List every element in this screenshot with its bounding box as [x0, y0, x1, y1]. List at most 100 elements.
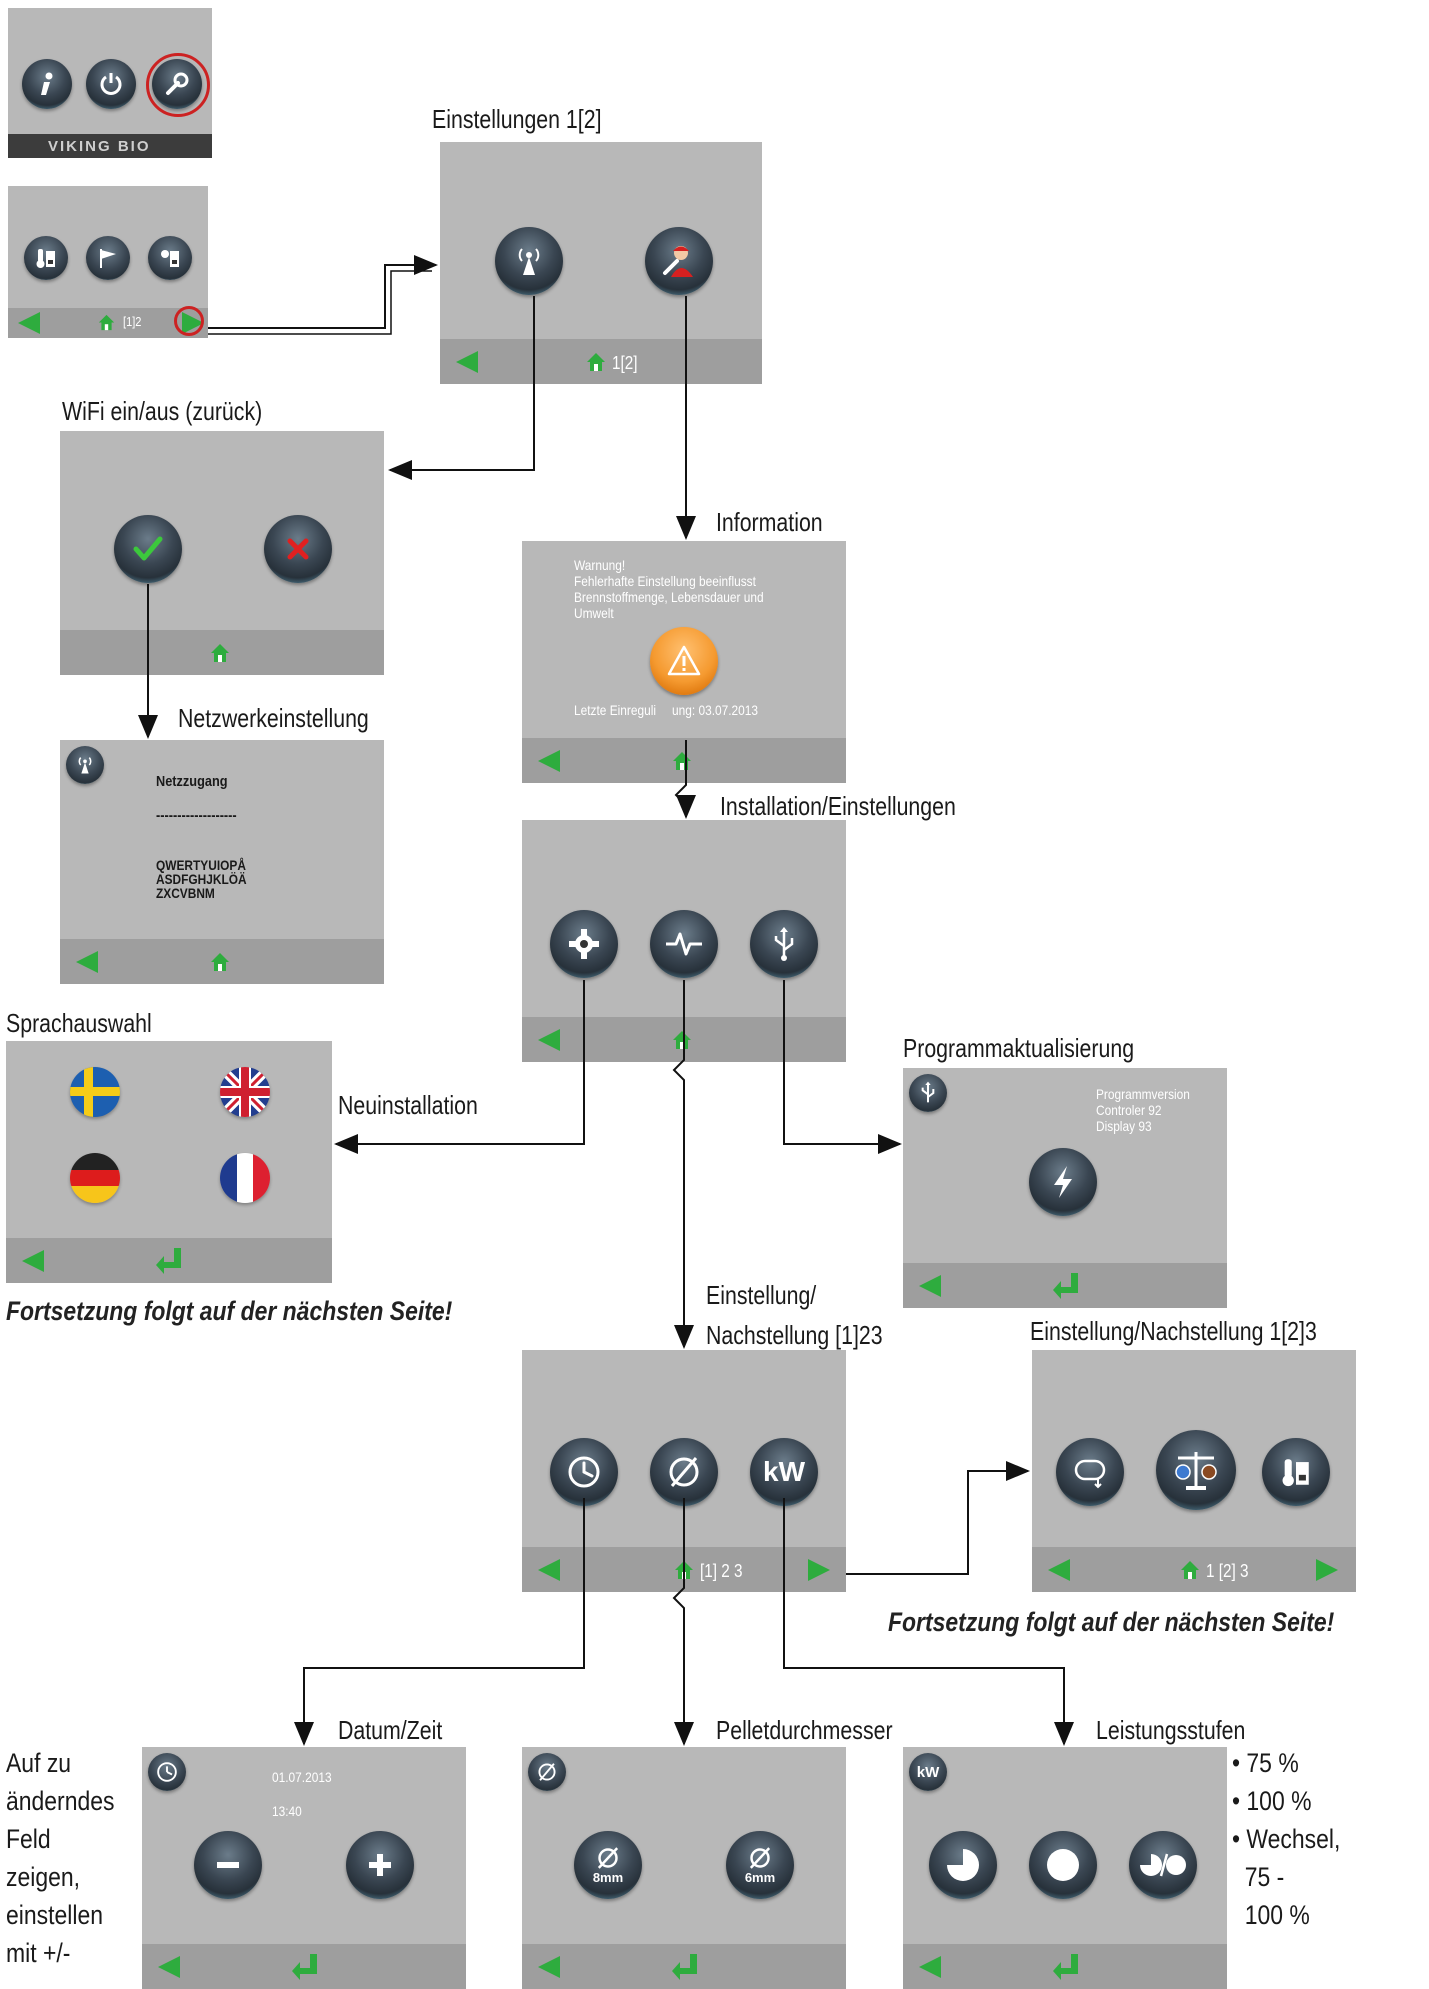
netzwerk-bar: [60, 939, 384, 984]
kw-small-text: kW: [916, 1763, 940, 1781]
label-einstellungen: Einstellungen 1[2]: [432, 104, 602, 134]
information-last-a: Letzte Einreguli: [574, 702, 657, 718]
main-menu-panel: VIKING BIO: [8, 8, 212, 158]
label-datum: Datum/Zeit: [338, 1715, 443, 1745]
gear-icon[interactable]: [550, 910, 618, 978]
update-lightning-icon[interactable]: [1029, 1148, 1097, 1216]
back-arrow-icon[interactable]: [456, 351, 478, 373]
datum-date[interactable]: 01.07.2013: [272, 1769, 332, 1785]
side-line: zeigen,: [6, 1862, 81, 1892]
label-einstellung2: Einstellung/Nachstellung 1[2]3: [1030, 1316, 1317, 1346]
label-leistung: Leistungsstufen: [1096, 1715, 1246, 1745]
einstellung2-page-indicator: 1 [2] 3: [1206, 1561, 1249, 1581]
pulse-icon[interactable]: [650, 910, 718, 978]
menu-page-indicator: [1]2: [123, 314, 142, 329]
plus-button[interactable]: [346, 1831, 414, 1899]
programm-panel: Programmversion Controler 92 Display 93: [903, 1068, 1227, 1308]
feed-screw-icon[interactable]: [1056, 1438, 1124, 1506]
pellet-bar: [522, 1944, 846, 1989]
netzwerk-keyboard[interactable]: QWERTYUIOPÅ ASDFGHJKLÖÄ ZXCVBNM: [156, 857, 247, 901]
service-technician-icon[interactable]: [645, 227, 713, 295]
information-panel: Warnung! Fehlerhafte Einstellung beeinfl…: [522, 541, 846, 783]
pellet-8mm-button[interactable]: 8mm: [574, 1831, 642, 1899]
datum-time[interactable]: 13:40: [272, 1803, 302, 1819]
flag-france-icon[interactable]: [220, 1153, 270, 1203]
balance-scale-icon[interactable]: [1156, 1430, 1236, 1510]
programm-info: Programmversion Controler 92 Display 93: [1096, 1086, 1190, 1134]
wrench-highlight-circle: [146, 53, 210, 117]
thermometer-display-icon[interactable]: [1262, 1438, 1330, 1506]
bullet-item: 100 %: [1232, 1900, 1310, 1930]
flag-icon[interactable]: [86, 236, 130, 280]
next-arrow-icon[interactable]: [808, 1559, 830, 1581]
back-arrow-icon[interactable]: [919, 1275, 941, 1297]
label-programm: Programmaktualisierung: [903, 1033, 1135, 1063]
next-highlight-circle: [174, 306, 204, 336]
side-line: einstellen: [6, 1900, 103, 1930]
einstellung2-bar: 1 [2] 3: [1032, 1547, 1356, 1592]
power-75-button[interactable]: [929, 1831, 997, 1899]
info-icon[interactable]: [22, 59, 72, 109]
diameter-small-icon: [528, 1753, 566, 1791]
side-line: Feld: [6, 1824, 51, 1854]
datum-panel: 01.07.2013 13:40: [142, 1747, 466, 1989]
back-arrow-icon[interactable]: [158, 1956, 180, 1978]
minus-button[interactable]: [194, 1831, 262, 1899]
wifi-icon[interactable]: [495, 227, 563, 295]
back-arrow-icon[interactable]: [76, 951, 98, 973]
netzwerk-dashes[interactable]: -------------------: [156, 807, 237, 824]
label-information: Information: [716, 507, 823, 537]
menu-page1-panel: [1]2: [8, 186, 208, 338]
flag-sweden-icon[interactable]: [70, 1067, 120, 1117]
bullet-item: • 75 %: [1232, 1748, 1299, 1778]
back-arrow-icon[interactable]: [919, 1956, 941, 1978]
pellet-6mm-button[interactable]: 6mm: [726, 1831, 794, 1899]
warning-icon[interactable]: [650, 627, 718, 695]
einstellungen-bar: 1[2]: [440, 339, 762, 384]
diameter-icon[interactable]: [650, 1438, 718, 1506]
wifi-small-icon: [66, 746, 104, 784]
label-netzwerk: Netzwerkeinstellung: [178, 703, 369, 733]
next-arrow-icon[interactable]: [1316, 1559, 1338, 1581]
side-line: Auf zu: [6, 1748, 72, 1778]
side-line: änderndes: [6, 1786, 115, 1816]
back-arrow-icon[interactable]: [538, 1559, 560, 1581]
netzwerk-panel: Netzzugang ------------------- QWERTYUIO…: [60, 740, 384, 984]
back-arrow-icon[interactable]: [538, 1029, 560, 1051]
power-icon[interactable]: [86, 59, 136, 109]
label-einstellung-a: Einstellung/: [706, 1280, 817, 1310]
back-arrow-icon[interactable]: [538, 750, 560, 772]
confirm-check-icon[interactable]: [114, 515, 182, 583]
flag-uk-icon[interactable]: [220, 1067, 270, 1117]
bullet-item: • 100 %: [1232, 1786, 1312, 1816]
einstellungen-page-indicator: 1[2]: [612, 353, 638, 373]
flag-germany-icon[interactable]: [70, 1153, 120, 1203]
kw-icon[interactable]: kW: [750, 1438, 818, 1506]
label-wifi: WiFi ein/aus (zurück): [62, 396, 263, 426]
label-neuinstallation: Neuinstallation: [338, 1090, 478, 1120]
label-pellet: Pelletdurchmesser: [716, 1715, 893, 1745]
usb-icon[interactable]: [750, 910, 818, 978]
thermometer-display-icon[interactable]: [24, 236, 68, 280]
datum-bar: [142, 1944, 466, 1989]
clock-small-icon: [148, 1753, 186, 1791]
pellet-panel: 8mm 6mm: [522, 1747, 846, 1989]
back-arrow-icon[interactable]: [18, 312, 40, 334]
usb-small-icon: [909, 1074, 947, 1112]
power-100-button[interactable]: [1029, 1831, 1097, 1899]
clock-icon[interactable]: [550, 1438, 618, 1506]
pellet-6mm-label: 6mm: [744, 1869, 776, 1885]
side-line: mit +/-: [6, 1938, 71, 1968]
information-last-b: ung: 03.07.2013: [672, 702, 759, 718]
back-arrow-icon[interactable]: [538, 1956, 560, 1978]
power-switch-button[interactable]: [1129, 1831, 1197, 1899]
logo-text: VIKING BIO: [48, 138, 151, 155]
kw-text: kW: [763, 1456, 805, 1487]
back-arrow-icon[interactable]: [1048, 1559, 1070, 1581]
sprachauswahl-bar: [6, 1238, 332, 1283]
cancel-x-icon[interactable]: [264, 515, 332, 583]
leistung-bullets: • 75 % • 100 % • Wechsel, 75 - 100 %: [1232, 1744, 1340, 1934]
logo-bar: VIKING BIO: [8, 134, 212, 158]
sun-display-icon[interactable]: [148, 236, 192, 280]
back-arrow-icon[interactable]: [22, 1250, 44, 1272]
